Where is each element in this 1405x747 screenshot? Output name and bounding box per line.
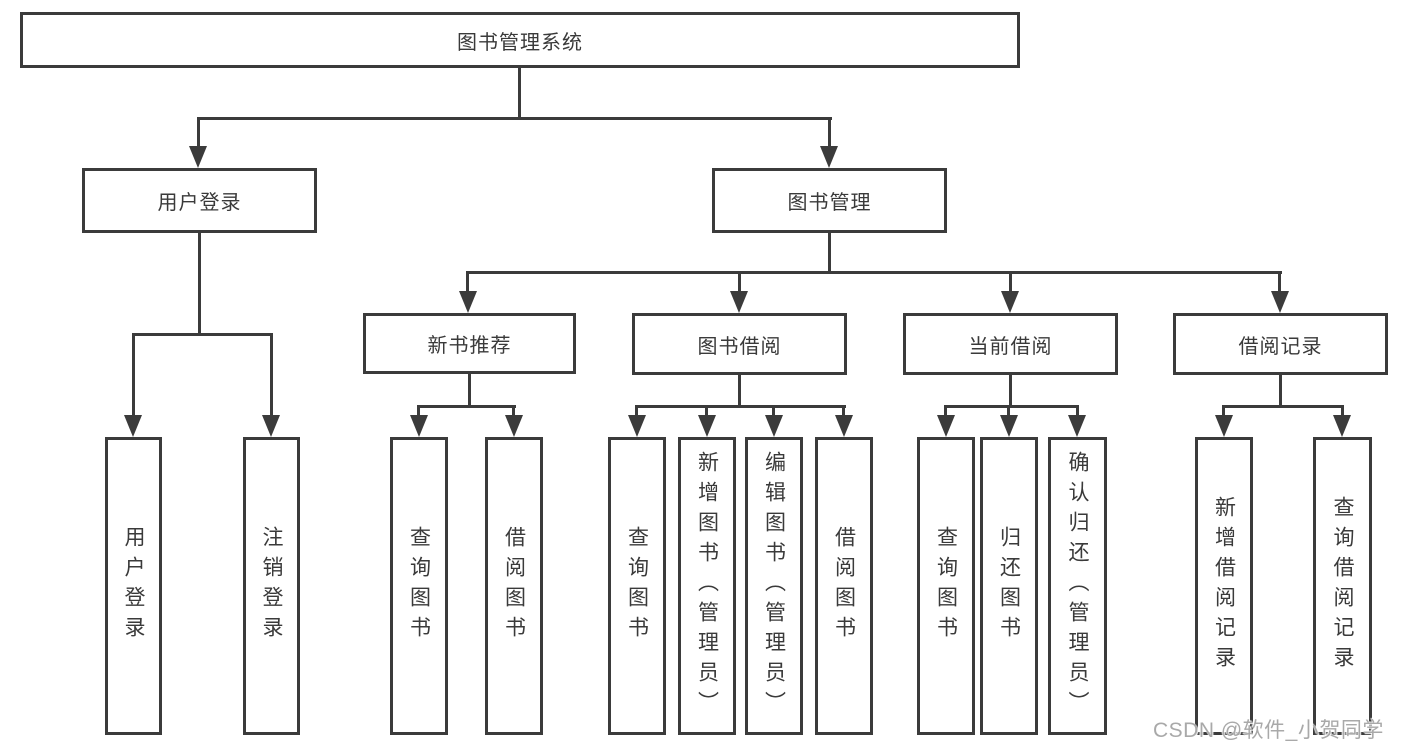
connector-leaf-stem — [417, 405, 420, 417]
connector-new-book-recommendation-bar — [417, 405, 516, 408]
leaf-confirm-return-admin: 确认归还（管理员） — [1048, 437, 1107, 735]
node-label: 图书管理系统 — [457, 31, 583, 54]
arrowhead-to-leaf-borrow-books-2 — [835, 415, 853, 437]
node-label: 借阅记录 — [1238, 335, 1323, 358]
connector-leaf-stem — [1222, 405, 1225, 417]
arrowhead-to-leaf-query-books-2 — [628, 415, 646, 437]
leaf-query-books-3: 查询图书 — [917, 437, 975, 735]
leaf-label: 查询借阅记录 — [1331, 496, 1354, 676]
connector-book-management-stem — [828, 233, 831, 274]
arrowhead-to-book-management — [820, 146, 838, 168]
arrowhead-to-leaf-user-login — [124, 415, 142, 437]
connector-book-borrowing-stem — [738, 374, 741, 408]
leaf-return-books: 归还图书 — [980, 437, 1038, 735]
connector-to-user-login — [197, 117, 200, 147]
leaf-query-borrow-record: 查询借阅记录 — [1313, 437, 1372, 735]
connector-to-leaf-logout — [270, 333, 273, 417]
arrowhead-to-leaf-logout — [262, 415, 280, 437]
connector-leaf-stem — [944, 405, 947, 417]
leaf-label: 查询图书 — [934, 526, 958, 646]
connector-to-new-book-recommendation — [466, 271, 469, 293]
connector-leaf-stem — [1341, 405, 1344, 417]
leaf-label: 用户登录 — [122, 526, 145, 646]
arrowhead-to-leaf-borrow-books-1 — [505, 415, 523, 437]
arrowhead-to-user-login — [189, 146, 207, 168]
arrowhead-to-current-borrowing — [1001, 291, 1019, 313]
connector-book-management-bar — [466, 271, 1282, 274]
arrowhead-to-leaf-return-books — [1000, 415, 1018, 437]
node-new-book-recommendation: 新书推荐 — [363, 313, 576, 374]
leaf-add-borrow-record: 新增借阅记录 — [1195, 437, 1253, 735]
connector-borrowing-records-stem — [1279, 374, 1282, 408]
arrowhead-to-leaf-edit-books — [765, 415, 783, 437]
connector-to-book-management — [828, 117, 831, 147]
node-borrowing-records: 借阅记录 — [1173, 313, 1388, 375]
leaf-label: 注销登录 — [260, 526, 283, 646]
leaf-user-login: 用户登录 — [105, 437, 162, 735]
leaf-logout-login: 注销登录 — [243, 437, 300, 735]
leaf-label: 编辑图书（管理员） — [762, 451, 786, 721]
connector-leaf-stem — [635, 405, 638, 417]
connector-to-borrowing-records — [1278, 271, 1281, 293]
leaf-edit-books-admin: 编辑图书（管理员） — [745, 437, 803, 735]
connector-to-current-borrowing — [1009, 271, 1012, 293]
arrowhead-to-leaf-add-books — [698, 415, 716, 437]
leaf-label: 借阅图书 — [502, 526, 526, 646]
connector-root-bar — [197, 117, 832, 120]
leaf-label: 归还图书 — [997, 526, 1021, 646]
arrowhead-to-leaf-query-books-1 — [410, 415, 428, 437]
node-user-login: 用户登录 — [82, 168, 317, 233]
node-label: 新书推荐 — [427, 335, 512, 357]
arrowhead-to-leaf-confirm-return — [1068, 415, 1086, 437]
node-label: 用户登录 — [157, 192, 242, 214]
node-current-borrowing: 当前借阅 — [903, 313, 1118, 375]
node-label: 当前借阅 — [968, 335, 1053, 358]
connector-leaf-stem — [772, 405, 775, 417]
leaf-label: 新增借阅记录 — [1212, 496, 1236, 676]
node-book-borrowing: 图书借阅 — [632, 313, 847, 375]
connector-to-leaf-user-login — [132, 333, 135, 417]
arrowhead-to-borrowing-records — [1271, 291, 1289, 313]
leaf-query-books-2: 查询图书 — [608, 437, 666, 735]
arrowhead-to-leaf-query-record — [1333, 415, 1351, 437]
connector-current-borrowing-bar — [944, 405, 1079, 408]
connector-current-borrowing-stem — [1009, 374, 1012, 408]
connector-leaf-stem — [1007, 405, 1010, 417]
node-book-management: 图书管理 — [712, 168, 947, 233]
connector-leaf-stem — [842, 405, 845, 417]
leaf-query-books-1: 查询图书 — [390, 437, 448, 735]
connector-user-login-stem — [198, 233, 201, 336]
node-label: 图书借阅 — [697, 335, 782, 358]
arrowhead-to-leaf-add-record — [1215, 415, 1233, 437]
connector-leaf-stem — [705, 405, 708, 417]
connector-leaf-stem — [1076, 405, 1079, 417]
connector-leaf-stem — [512, 405, 515, 417]
leaf-label: 确认归还（管理员） — [1066, 451, 1089, 721]
connector-borrowing-records-bar — [1222, 405, 1344, 408]
leaf-label: 新增图书（管理员） — [695, 451, 719, 721]
connector-book-borrowing-bar — [635, 405, 846, 408]
leaf-add-books-admin: 新增图书（管理员） — [678, 437, 736, 735]
leaf-label: 查询图书 — [407, 526, 431, 646]
node-label: 图书管理 — [787, 192, 872, 214]
leaf-label: 查询图书 — [625, 526, 649, 646]
leaf-borrow-books-1: 借阅图书 — [485, 437, 543, 735]
connector-new-book-recommendation-stem — [468, 373, 471, 408]
connector-root-stem — [518, 68, 521, 120]
leaf-label: 借阅图书 — [832, 526, 856, 646]
connector-user-login-bar — [132, 333, 273, 336]
arrowhead-to-leaf-query-books-3 — [937, 415, 955, 437]
leaf-borrow-books-2: 借阅图书 — [815, 437, 873, 735]
csdn-watermark: CSDN @软件_小贺同学 — [1153, 719, 1384, 742]
arrowhead-to-new-book-recommendation — [459, 291, 477, 313]
arrowhead-to-book-borrowing — [730, 291, 748, 313]
node-library-management-system: 图书管理系统 — [20, 12, 1020, 68]
connector-to-book-borrowing — [738, 271, 741, 293]
